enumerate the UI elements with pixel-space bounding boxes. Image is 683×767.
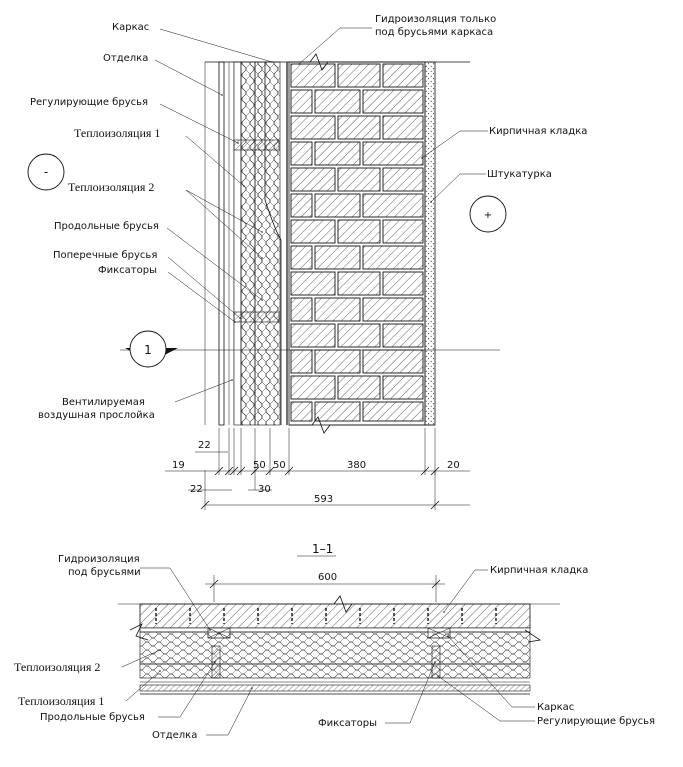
plan-labels: Гидроизоляция под брусьями Кирпичная кла… bbox=[14, 554, 655, 741]
outside-minus-sign: - bbox=[44, 165, 48, 179]
label-prod-brusya: Продольные брусья bbox=[54, 221, 159, 232]
brick bbox=[337, 323, 381, 348]
brick bbox=[337, 63, 381, 88]
plaster-layer bbox=[424, 61, 436, 426]
dim-22-bottom: 22 bbox=[190, 484, 203, 495]
plan-finish-layer bbox=[139, 684, 531, 692]
insulation-1-layer bbox=[240, 61, 256, 426]
plan-dim-600: 600 bbox=[318, 572, 337, 583]
brick bbox=[337, 115, 381, 140]
brick-courses bbox=[290, 63, 424, 422]
label-teplo2: Теплоизоляция 2 bbox=[68, 180, 154, 194]
plan-label-prod-brusya: Продольные брусья bbox=[40, 712, 145, 723]
plan-view: 1–1 600 bbox=[118, 542, 560, 695]
section-dimensions: 22 19 22 50 50 30 380 20 593 bbox=[165, 428, 470, 510]
plan-label-fiksatory: Фиксаторы bbox=[318, 718, 377, 729]
brick bbox=[382, 323, 424, 348]
label-karkas: Каркас bbox=[112, 22, 149, 33]
brick bbox=[382, 63, 424, 88]
finish-layer bbox=[218, 61, 225, 426]
brick bbox=[337, 375, 381, 400]
brick bbox=[290, 89, 313, 114]
brick bbox=[337, 167, 381, 192]
dim-19: 19 bbox=[172, 460, 185, 471]
brick bbox=[314, 401, 361, 422]
dim-30: 30 bbox=[258, 484, 271, 495]
brick bbox=[362, 141, 424, 166]
plan-title: 1–1 bbox=[312, 542, 333, 556]
brick bbox=[290, 63, 336, 88]
plan-label-gidro-line2: под брусьями bbox=[68, 567, 141, 578]
brick bbox=[290, 193, 313, 218]
plan-label-reg-brusya: Регулирующие брусья bbox=[537, 716, 655, 727]
insulation-2-layer bbox=[254, 61, 281, 426]
brick bbox=[290, 167, 336, 192]
label-poper-brusya: Поперечные брусья bbox=[53, 250, 157, 261]
vertical-section bbox=[120, 53, 500, 434]
brick bbox=[382, 167, 424, 192]
brick bbox=[314, 89, 361, 114]
label-reg-brusya: Регулирующие брусья bbox=[30, 97, 148, 108]
brick bbox=[290, 297, 313, 322]
dim-22-top: 22 bbox=[198, 440, 211, 451]
label-gidro-line1: Гидроизоляция только bbox=[375, 14, 496, 25]
label-vent-line1: Вентилируемая bbox=[62, 397, 145, 408]
brick bbox=[314, 141, 361, 166]
brick bbox=[314, 193, 361, 218]
brick bbox=[314, 245, 361, 270]
brick bbox=[290, 245, 313, 270]
label-fiksatory: Фиксаторы bbox=[98, 265, 157, 276]
plan-label-gidro-line1: Гидроизоляция bbox=[58, 554, 140, 565]
brick bbox=[362, 401, 424, 422]
brick bbox=[290, 349, 313, 374]
brick bbox=[362, 245, 424, 270]
section-marker: 1 bbox=[125, 330, 178, 368]
brick bbox=[382, 115, 424, 140]
brick bbox=[337, 271, 381, 296]
brick bbox=[362, 89, 424, 114]
label-kirpich: Кирпичная кладка bbox=[489, 126, 587, 137]
inside-plus-sign: + bbox=[484, 210, 492, 221]
dim-50-b: 50 bbox=[273, 460, 286, 471]
plan-label-kirpich: Кирпичная кладка bbox=[490, 565, 588, 576]
brick bbox=[314, 349, 361, 374]
label-shtukaturka: Штукатурка bbox=[487, 169, 552, 180]
brick bbox=[314, 297, 361, 322]
label-gidro-line2: под брусьями каркаса bbox=[375, 27, 493, 38]
dim-380: 380 bbox=[347, 460, 366, 471]
dim-20: 20 bbox=[447, 460, 460, 471]
label-teplo1: Теплоизоляция 1 bbox=[74, 126, 160, 140]
label-otdelka: Отделка bbox=[103, 53, 148, 64]
plan-insulation-1 bbox=[139, 663, 531, 679]
label-vent-line2: воздушная прослойка bbox=[38, 410, 155, 421]
dim-50-a: 50 bbox=[253, 460, 266, 471]
plan-brick-layer bbox=[139, 603, 531, 629]
brick bbox=[290, 323, 336, 348]
brick bbox=[382, 219, 424, 244]
plan-label-teplo1: Теплоизоляция 1 bbox=[18, 694, 104, 708]
brick bbox=[290, 219, 336, 244]
brick bbox=[362, 349, 424, 374]
plan-label-otdelka: Отделка bbox=[152, 730, 197, 741]
section-labels: Каркас Отделка Регулирующие брусья Тепло… bbox=[30, 14, 587, 421]
brick bbox=[362, 193, 424, 218]
plan-insulation-2 bbox=[139, 631, 531, 665]
brick bbox=[362, 297, 424, 322]
brick bbox=[290, 115, 336, 140]
brick bbox=[290, 271, 336, 296]
plan-label-karkas: Каркас bbox=[537, 702, 574, 713]
brick bbox=[290, 401, 313, 422]
section-marker-number: 1 bbox=[144, 343, 152, 357]
brick bbox=[382, 375, 424, 400]
brick bbox=[337, 219, 381, 244]
brick bbox=[290, 141, 313, 166]
brick bbox=[290, 375, 336, 400]
plan-label-teplo2: Теплоизоляция 2 bbox=[14, 660, 100, 674]
dim-593: 593 bbox=[314, 494, 333, 505]
brick bbox=[382, 271, 424, 296]
